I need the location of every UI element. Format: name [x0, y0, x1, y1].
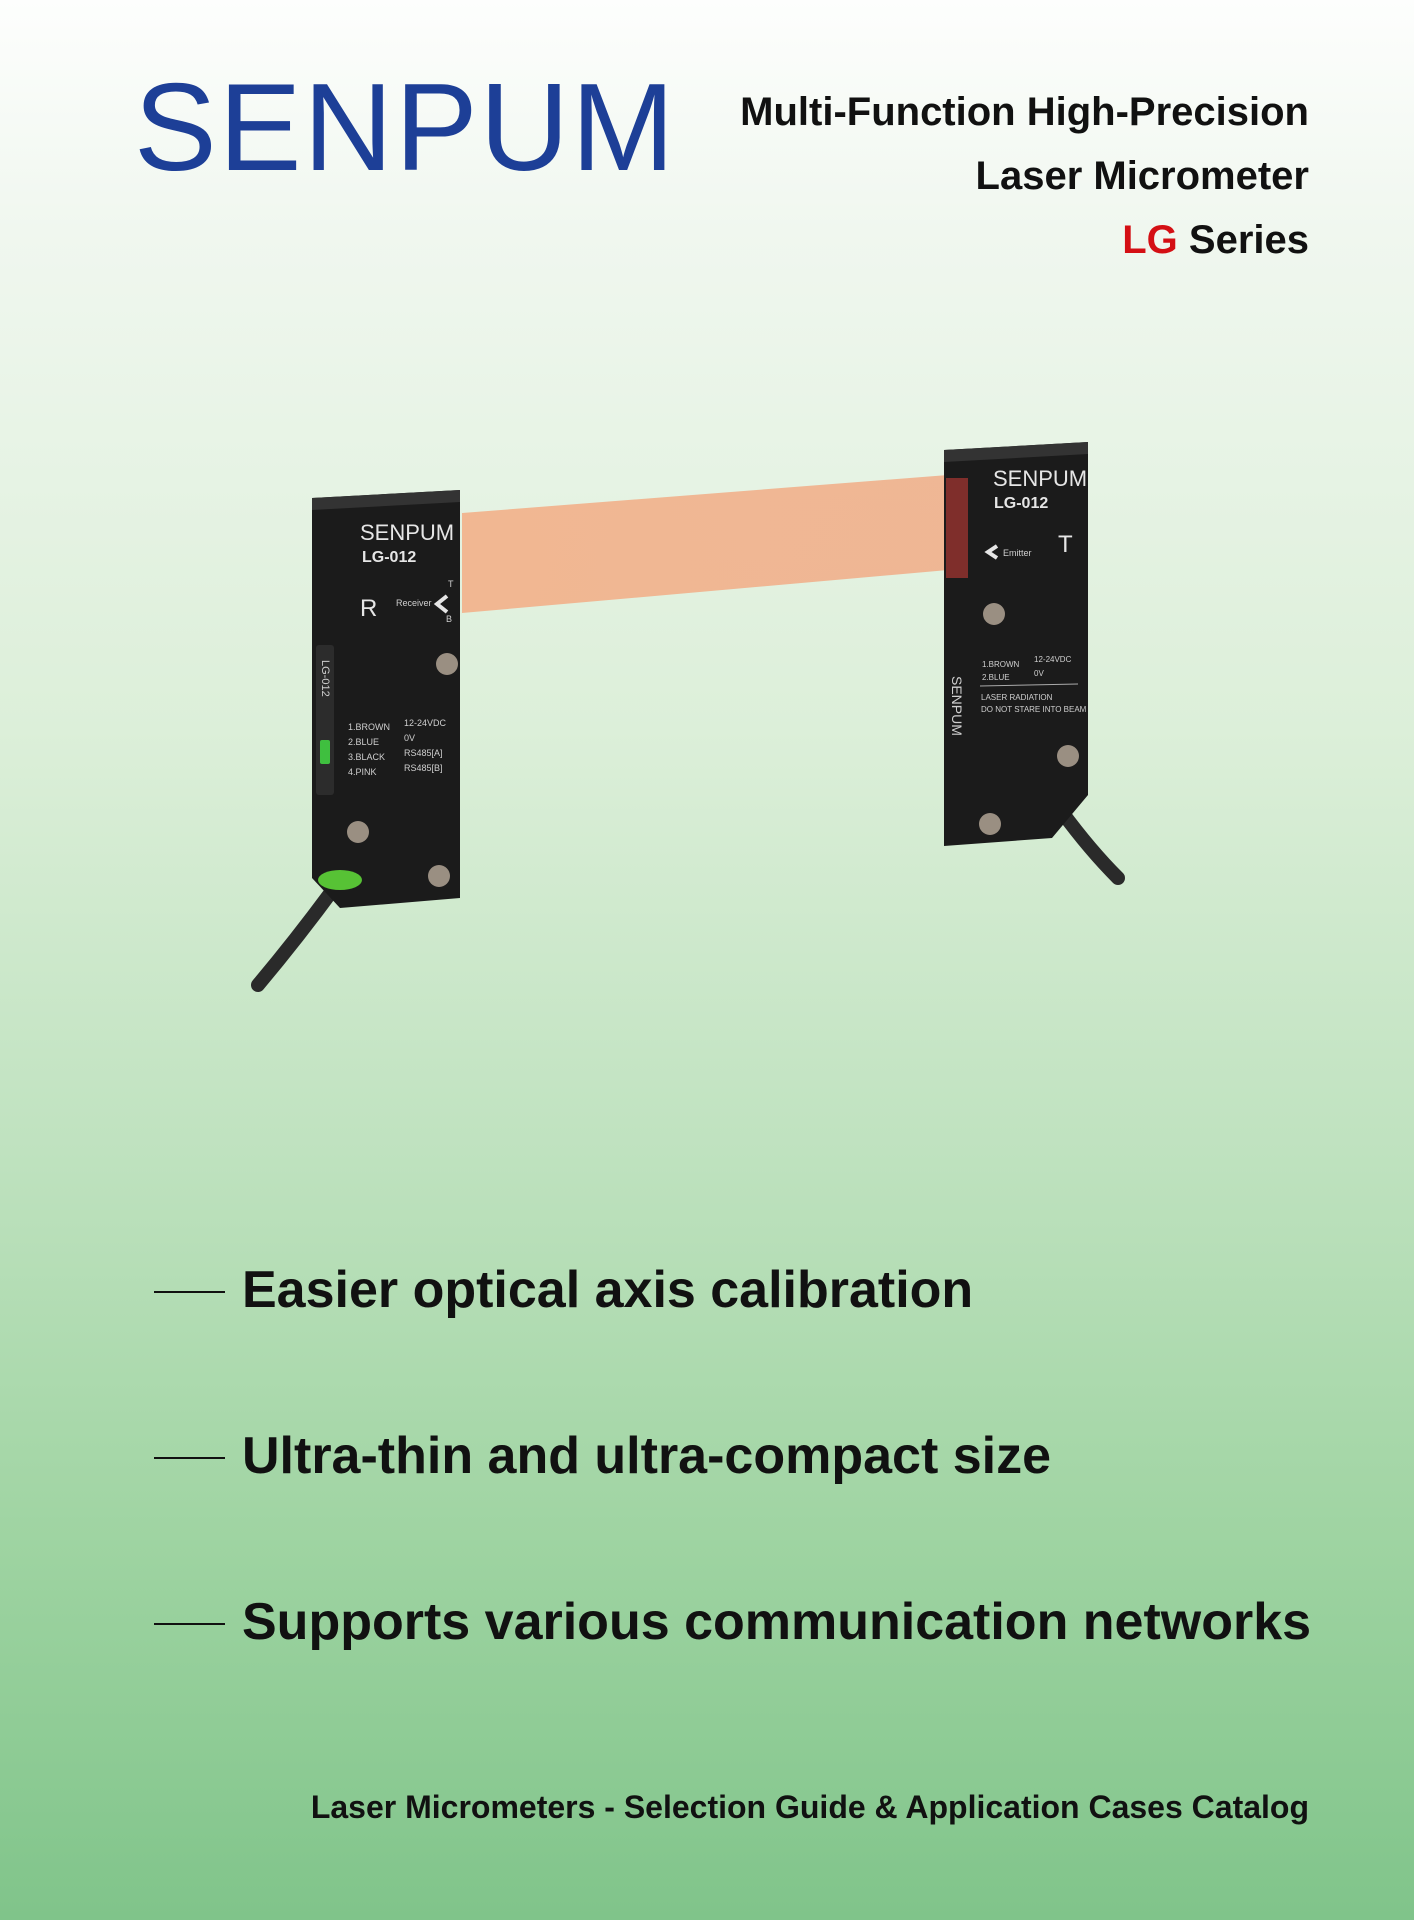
- catalog-footer: Laser Micrometers - Selection Guide & Ap…: [310, 1789, 1309, 1825]
- receiver-screw-icon: [347, 821, 369, 843]
- emitter-wire-list: 1.BROWN 2.BLUE 12-24VDC 0V LASER RADIATI…: [979, 655, 1087, 714]
- title-line-2: Laser Micrometer: [975, 154, 1309, 198]
- receiver-b: B: [446, 614, 452, 624]
- feature-dash: [154, 1623, 225, 1625]
- brand-logo: SENPUM: [134, 59, 677, 197]
- svg-text:1.BROWN: 1.BROWN: [982, 660, 1020, 669]
- title-block: Multi-Function High-Precision Laser Micr…: [740, 80, 1309, 272]
- svg-text:2.BLUE: 2.BLUE: [348, 737, 379, 747]
- feature-dash: [154, 1291, 225, 1293]
- svg-text:12-24VDC: 12-24VDC: [1034, 655, 1072, 664]
- receiver-model: LG-012: [362, 549, 416, 566]
- title-line-1: Multi-Function High-Precision: [740, 90, 1309, 134]
- emitter-model: LG-012: [994, 495, 1048, 512]
- receiver-label: Receiver: [396, 598, 432, 608]
- feature-list: Easier optical axis calibration Ultra-th…: [154, 1255, 1311, 1753]
- svg-text:0V: 0V: [404, 733, 415, 743]
- emitter-laser-window: [946, 478, 968, 578]
- svg-text:0V: 0V: [1034, 669, 1044, 678]
- feature-item: Supports various communication networks: [154, 1587, 1311, 1753]
- feature-text: Supports various communication networks: [242, 1593, 1312, 1651]
- product-illustration: SENPUM LG-012 R Receiver T B LG-012 1.BR…: [251, 442, 1125, 992]
- emitter-sensor: SENPUM LG-012 Emitter T 1.BROWN 2.BLUE 1…: [944, 442, 1088, 846]
- feature-item: Easier optical axis calibration: [154, 1255, 1311, 1421]
- svg-text:2.BLUE: 2.BLUE: [982, 673, 1010, 682]
- receiver-brand: SENPUM: [360, 520, 454, 545]
- svg-text:RS485[A]: RS485[A]: [404, 748, 443, 758]
- feature-text: Easier optical axis calibration: [242, 1261, 974, 1319]
- series-prefix: LG: [1122, 218, 1178, 262]
- emitter-label: Emitter: [1003, 548, 1032, 558]
- emitter-arrow-icon: [984, 544, 999, 560]
- feature-dash: [154, 1457, 225, 1459]
- emitter-side-brand: SENPUM: [949, 676, 965, 736]
- svg-text:4.PINK: 4.PINK: [348, 767, 377, 777]
- svg-text:12-24VDC: 12-24VDC: [404, 718, 447, 728]
- receiver-side-model: LG-012: [319, 660, 331, 697]
- svg-text:LASER RADIATION: LASER RADIATION: [981, 693, 1053, 702]
- title-line-3: LG Series: [740, 208, 1309, 272]
- receiver-screw-icon: [428, 865, 450, 887]
- feature-text: Ultra-thin and ultra-compact size: [242, 1427, 1051, 1485]
- receiver-arrow-icon: [433, 594, 449, 614]
- emitter-screw-icon: [979, 813, 1001, 835]
- svg-text:DO NOT STARE INTO BEAM: DO NOT STARE INTO BEAM: [981, 705, 1087, 714]
- receiver-wire-list: 1.BROWN 2.BLUE 3.BLACK 4.PINK 12-24VDC 0…: [348, 718, 447, 777]
- emitter-cable: [1055, 805, 1125, 885]
- svg-text:RS485[B]: RS485[B]: [404, 763, 443, 773]
- receiver-t: T: [448, 579, 454, 589]
- emitter-screw-icon: [1057, 745, 1079, 767]
- receiver-cable: [251, 873, 347, 992]
- svg-text:1.BROWN: 1.BROWN: [348, 722, 390, 732]
- receiver-sensor: SENPUM LG-012 R Receiver T B LG-012 1.BR…: [312, 490, 460, 908]
- emitter-screw-icon: [983, 603, 1005, 625]
- laser-beam: [462, 475, 948, 613]
- feature-item: Ultra-thin and ultra-compact size: [154, 1421, 1311, 1587]
- svg-text:3.BLACK: 3.BLACK: [348, 752, 385, 762]
- emitter-brand: SENPUM: [993, 466, 1087, 491]
- emitter-letter: T: [1058, 531, 1073, 558]
- receiver-letter: R: [360, 595, 377, 622]
- series-suffix: Series: [1177, 218, 1309, 262]
- receiver-screw-icon: [436, 653, 458, 675]
